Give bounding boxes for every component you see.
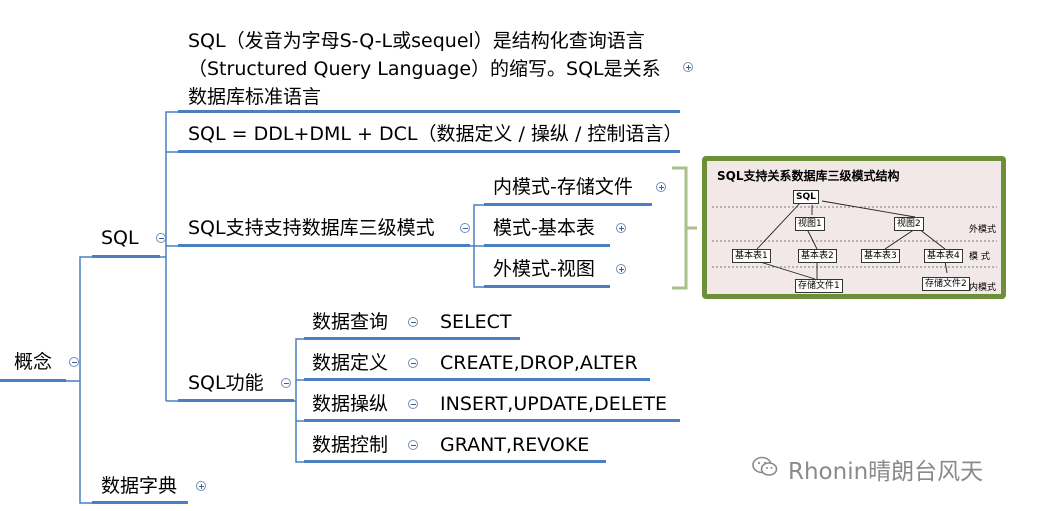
functions-collapse-icon[interactable]	[281, 378, 291, 388]
schema-diagram-canvas: SQL支持关系数据库三级模式结构 SQL 视图1 视图2 基本表1	[707, 161, 1001, 294]
root-label: 概念	[14, 351, 53, 373]
schema-table-1: 基本表1	[732, 249, 771, 263]
function-value-text: SELECT	[440, 311, 512, 333]
function-item-manipulation[interactable]: 数据操纵	[312, 390, 388, 418]
function-name: 数据定义	[312, 352, 389, 374]
function-name: 数据控制	[312, 434, 389, 456]
three-level-collapse-icon[interactable]	[460, 223, 470, 233]
schema-view-1: 视图1	[795, 217, 825, 231]
sql-label: SQL	[101, 227, 139, 249]
root-node[interactable]: 概念	[14, 348, 52, 376]
schema-table-3: 基本表3	[861, 249, 900, 263]
dictionary-expand-icon[interactable]	[196, 481, 206, 491]
three-level-label: SQL支持支持数据库三级模式	[188, 217, 435, 239]
three-level-child-3[interactable]: 外模式-视图	[493, 255, 595, 283]
formula-underline	[178, 150, 680, 153]
three-level-child-label: 内模式-存储文件	[493, 176, 633, 198]
functions-label: SQL功能	[188, 372, 264, 394]
definition-underline	[178, 110, 680, 113]
formula-node[interactable]: SQL = DDL+DML + DCL（数据定义 / 操纵 / 控制语言）	[188, 120, 682, 148]
function-value: CREATE,DROP,ALTER	[440, 349, 638, 377]
function-underline	[304, 460, 430, 463]
three-level-child-expand-icon[interactable]	[616, 223, 626, 233]
schema-table-2: 基本表2	[798, 249, 837, 263]
functions-underline	[178, 399, 294, 402]
function-underline	[304, 378, 430, 381]
formula-label: SQL = DDL+DML + DCL（数据定义 / 操纵 / 控制语言）	[188, 123, 683, 145]
three-level-node[interactable]: SQL支持支持数据库三级模式	[188, 214, 435, 242]
function-value-text: CREATE,DROP,ALTER	[440, 352, 638, 374]
sql-underline	[92, 255, 160, 258]
function-item-control[interactable]: 数据控制	[312, 431, 388, 459]
function-collapse-icon[interactable]	[408, 358, 418, 368]
dictionary-node[interactable]: 数据字典	[101, 472, 177, 500]
schema-level-conceptual: 模 式	[969, 252, 990, 262]
function-value-text: INSERT,UPDATE,DELETE	[440, 393, 668, 415]
function-value: SELECT	[440, 308, 512, 336]
schema-level-external: 外模式	[969, 225, 997, 235]
function-value-text: GRANT,REVOKE	[440, 434, 590, 456]
three-level-child-1[interactable]: 内模式-存储文件	[493, 173, 633, 201]
root-underline	[0, 379, 66, 382]
root-collapse-icon[interactable]	[69, 357, 79, 367]
function-value: GRANT,REVOKE	[440, 431, 589, 459]
function-value-underline	[430, 337, 520, 340]
definition-expand-icon[interactable]	[683, 62, 693, 72]
dictionary-label: 数据字典	[101, 475, 178, 497]
sql-collapse-icon[interactable]	[156, 233, 166, 243]
schema-diagram-title: SQL支持关系数据库三级模式结构	[717, 169, 900, 183]
definition-line-3: 数据库标准语言	[188, 86, 322, 108]
schema-sql-box: SQL	[793, 190, 819, 204]
three-level-underline	[178, 244, 470, 247]
schema-view-2: 视图2	[894, 217, 924, 231]
function-item-definition[interactable]: 数据定义	[312, 349, 388, 377]
three-level-child-underline	[484, 244, 610, 247]
function-underline	[304, 337, 430, 340]
definition-line-2: （Structured Query Language）的缩写。SQL是关系	[188, 58, 661, 80]
function-collapse-icon[interactable]	[408, 399, 418, 409]
three-level-child-underline	[484, 285, 610, 288]
function-value: INSERT,UPDATE,DELETE	[440, 390, 667, 418]
schema-table-4: 基本表4	[924, 249, 963, 263]
three-level-child-2[interactable]: 模式-基本表	[493, 214, 595, 242]
schema-level-internal: 内模式	[969, 283, 997, 293]
function-name: 数据操纵	[312, 393, 389, 415]
function-collapse-icon[interactable]	[408, 440, 418, 450]
three-level-child-label: 模式-基本表	[493, 217, 595, 239]
schema-diagram-image[interactable]: SQL支持关系数据库三级模式结构 SQL 视图1 视图2 基本表1	[702, 156, 1006, 299]
schema-file-1: 存储文件1	[795, 279, 843, 293]
function-underline	[304, 419, 430, 422]
function-name: 数据查询	[312, 311, 389, 333]
function-value-underline	[430, 419, 680, 422]
three-level-child-underline	[484, 203, 652, 206]
function-item-query[interactable]: 数据查询	[312, 308, 388, 336]
three-level-child-label: 外模式-视图	[493, 258, 595, 280]
three-level-child-expand-icon[interactable]	[616, 264, 626, 274]
sql-node[interactable]: SQL	[101, 224, 139, 252]
watermark-text: Rhonin晴朗台风天	[788, 452, 983, 486]
dictionary-underline	[92, 501, 188, 504]
definition-node[interactable]: SQL（发音为字母S-Q-L或sequel）是结构化查询语言 （Structur…	[188, 27, 661, 111]
wechat-icon	[752, 456, 778, 476]
watermark-label: Rhonin晴朗台风天	[788, 459, 984, 485]
functions-node[interactable]: SQL功能	[188, 369, 264, 397]
function-value-underline	[430, 378, 650, 381]
schema-diagram-lines	[712, 200, 997, 280]
function-collapse-icon[interactable]	[408, 317, 418, 327]
definition-line-1: SQL（发音为字母S-Q-L或sequel）是结构化查询语言	[188, 30, 645, 52]
schema-file-2: 存储文件2	[922, 277, 970, 291]
three-level-child-expand-icon[interactable]	[656, 182, 666, 192]
function-value-underline	[430, 460, 606, 463]
